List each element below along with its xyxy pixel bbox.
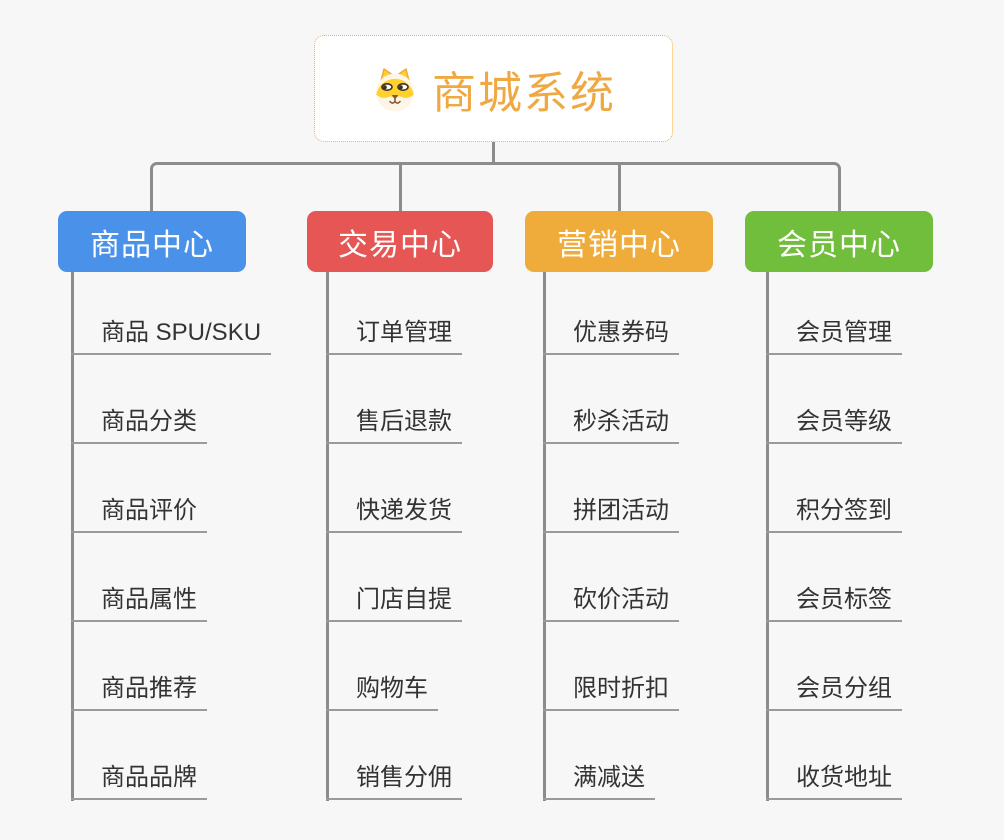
leaf-topic[interactable]: 会员管理 xyxy=(766,318,902,355)
branch-drop-connector xyxy=(618,163,621,211)
leaf-topic[interactable]: 优惠券码 xyxy=(543,318,679,355)
leaf-topic[interactable]: 限时折扣 xyxy=(543,674,679,711)
branch-drop-connector xyxy=(399,163,402,211)
leaf-topic[interactable]: 快递发货 xyxy=(326,496,462,533)
branch-node-product-center[interactable]: 商品中心 xyxy=(58,211,246,272)
branch-node-marketing-center[interactable]: 营销中心 xyxy=(525,211,713,272)
root-stem-connector xyxy=(492,140,495,164)
dog-face-icon xyxy=(376,67,414,111)
leaf-topic[interactable]: 商品分类 xyxy=(71,407,207,444)
branch-spine-connector xyxy=(766,272,769,801)
leaf-topic[interactable]: 商品品牌 xyxy=(71,763,207,800)
leaf-topic[interactable]: 购物车 xyxy=(326,674,438,711)
leaf-topic[interactable]: 会员标签 xyxy=(766,585,902,622)
leaf-topic[interactable]: 商品属性 xyxy=(71,585,207,622)
leaf-topic[interactable]: 商品评价 xyxy=(71,496,207,533)
branch-spine-connector xyxy=(543,272,546,801)
leaf-topic[interactable]: 收货地址 xyxy=(766,763,902,800)
leaf-topic[interactable]: 砍价活动 xyxy=(543,585,679,622)
branch-node-trade-center[interactable]: 交易中心 xyxy=(307,211,493,272)
branch-spine-connector xyxy=(326,272,329,801)
leaf-topic[interactable]: 秒杀活动 xyxy=(543,407,679,444)
leaf-topic[interactable]: 积分签到 xyxy=(766,496,902,533)
leaf-topic[interactable]: 拼团活动 xyxy=(543,496,679,533)
leaf-topic[interactable]: 售后退款 xyxy=(326,407,462,444)
leaf-topic[interactable]: 商品推荐 xyxy=(71,674,207,711)
root-node-title: 商城系统 xyxy=(432,68,616,118)
leaf-topic[interactable]: 销售分佣 xyxy=(326,763,462,800)
branch-node-member-center[interactable]: 会员中心 xyxy=(745,211,933,272)
leaf-topic[interactable]: 满减送 xyxy=(543,763,655,800)
branch-bus-connector xyxy=(150,162,841,211)
leaf-topic[interactable]: 订单管理 xyxy=(326,318,462,355)
branch-spine-connector xyxy=(71,272,74,801)
root-node[interactable]: 商城系统 xyxy=(314,35,673,142)
leaf-topic[interactable]: 商品 SPU/SKU xyxy=(71,318,272,355)
leaf-topic[interactable]: 会员等级 xyxy=(766,407,902,444)
leaf-topic[interactable]: 门店自提 xyxy=(326,585,462,622)
leaf-topic[interactable]: 会员分组 xyxy=(766,674,902,711)
